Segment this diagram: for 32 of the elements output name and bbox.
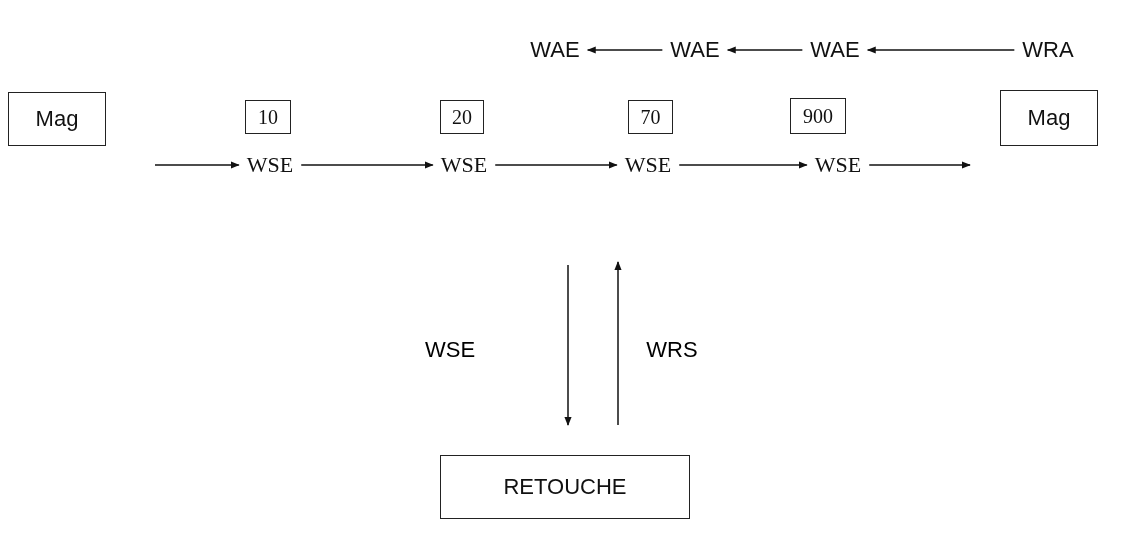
box-label: Mag bbox=[1027, 105, 1071, 131]
arrow bbox=[300, 161, 434, 169]
box-label: 10 bbox=[258, 105, 278, 129]
arrow bbox=[868, 161, 971, 169]
arrow bbox=[494, 161, 618, 169]
process-box bbox=[8, 92, 106, 146]
flow-label: WAE bbox=[670, 37, 720, 63]
flow-label: WRA bbox=[1022, 37, 1074, 63]
arrow bbox=[726, 46, 804, 54]
arrow bbox=[614, 261, 622, 426]
arrow bbox=[154, 161, 240, 169]
flow-label: WAE bbox=[530, 37, 580, 63]
box-label: Mag bbox=[35, 106, 79, 132]
process-box bbox=[440, 455, 690, 519]
arrow bbox=[678, 161, 808, 169]
box-label: 900 bbox=[803, 104, 833, 128]
flow-label: WSE bbox=[440, 152, 488, 178]
process-box bbox=[790, 98, 846, 134]
process-box bbox=[628, 100, 673, 134]
process-box bbox=[245, 100, 291, 134]
arrow bbox=[866, 46, 1016, 54]
flow-label: WSE bbox=[246, 152, 294, 178]
process-box bbox=[440, 100, 484, 134]
flow-label: WAE bbox=[810, 37, 860, 63]
arrow bbox=[586, 46, 664, 54]
flow-label: WSE bbox=[624, 152, 672, 178]
box-label: 20 bbox=[452, 105, 472, 129]
flow-label: WSE bbox=[814, 152, 862, 178]
process-box bbox=[1000, 90, 1098, 146]
box-label: 70 bbox=[640, 105, 661, 129]
arrow bbox=[564, 264, 572, 426]
box-label: RETOUCHE bbox=[503, 474, 627, 500]
